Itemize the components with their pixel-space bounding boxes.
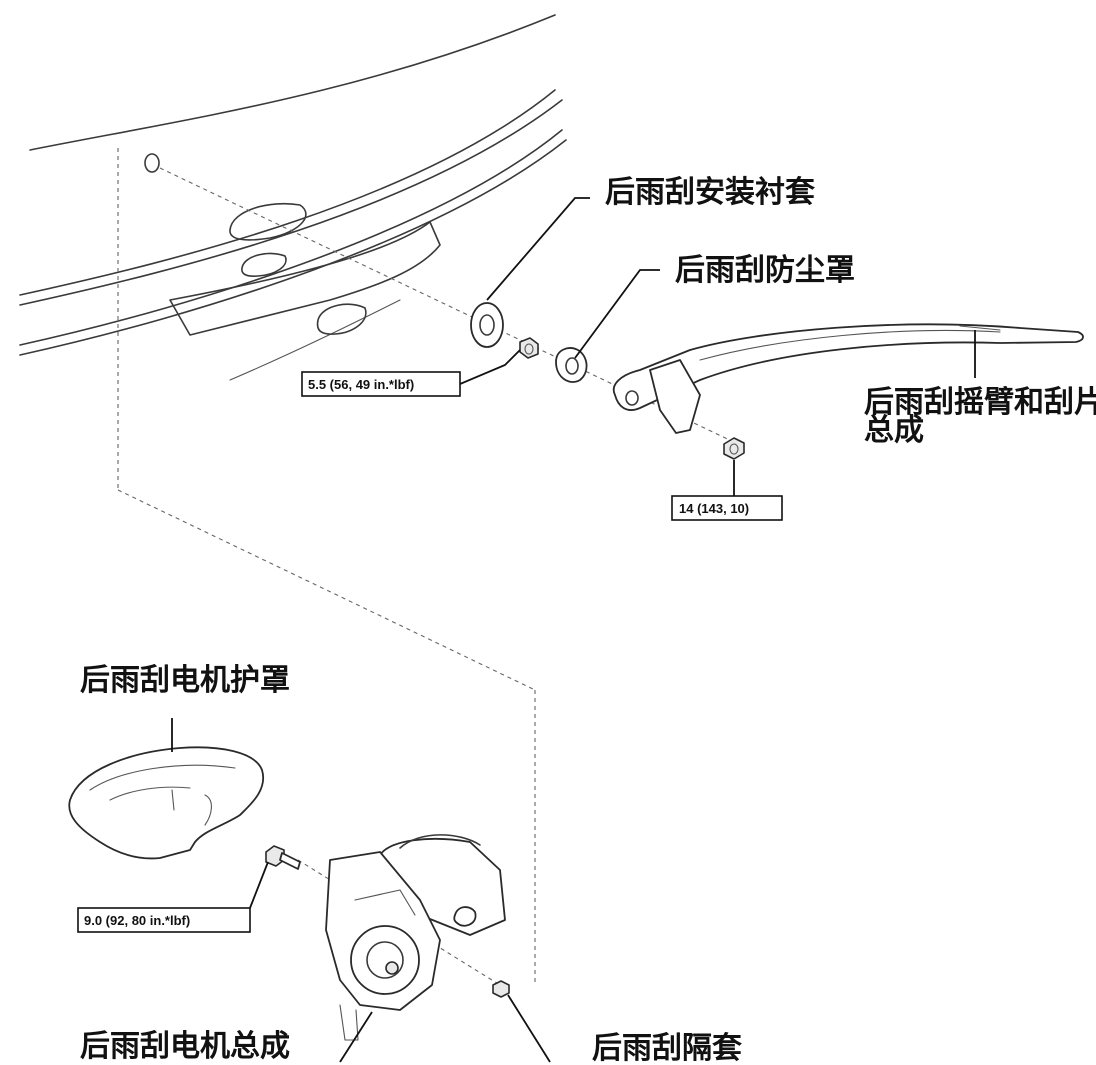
label-mounting-bushing: 后雨刮安装衬套 [605,175,815,210]
torque-spec-motor-bolt-text: 9.0 (92, 80 in.*lbf) [84,913,190,928]
back-door-body-outline [19,14,567,381]
mounting-bushing-part [470,302,504,348]
assembly-dashed-lines [117,148,741,986]
label-dust-cover: 后雨刮防尘罩 [675,253,855,288]
label-motor-assembly: 后雨刮电机总成 [80,1029,290,1064]
leader-lines [171,197,976,1063]
torque-spec-arm-nut-text: 14 (143, 10) [679,501,749,516]
label-spacer: 后雨刮隔套 [592,1031,742,1065]
dust-cover-part [555,347,588,383]
label-arm-blade-line2: 总成 [864,413,924,448]
torque-spec-bushing-nut: 5.5 (56, 49 in.*lbf) [301,371,461,397]
motor-bolt-part [265,845,301,870]
label-motor-cover: 后雨刮电机护罩 [80,663,290,698]
arm-nut-part [723,437,745,460]
torque-spec-bushing-nut-text: 5.5 (56, 49 in.*lbf) [308,377,414,392]
motor-assembly-part [325,834,506,1041]
label-arm-blade-line1: 后雨刮摇臂和刮片 [864,385,1096,420]
torque-spec-motor-bolt: 9.0 (92, 80 in.*lbf) [77,907,251,933]
motor-cover-part [68,746,265,860]
torque-spec-arm-nut: 14 (143, 10) [671,495,783,521]
bushing-nut-part [519,337,539,359]
wiper-arm-and-blade-part [612,323,1084,434]
spacer-part [492,980,510,998]
